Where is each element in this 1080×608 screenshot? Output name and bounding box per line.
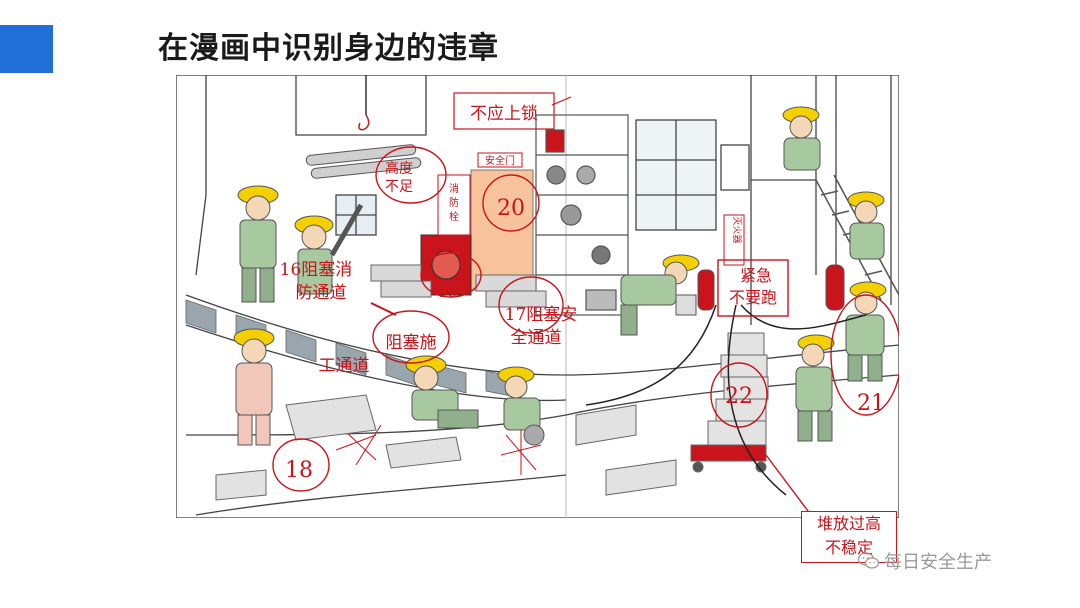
- worker-running: [845, 281, 887, 382]
- gas-cylinder: [825, 264, 845, 311]
- stack-label-1: 堆放过高: [816, 514, 881, 533]
- wechat-icon: [858, 552, 880, 569]
- stack-label-2: 不稳定: [824, 538, 873, 557]
- marker-19: 19: [438, 282, 458, 301]
- no-lock-label: 不应上锁: [470, 104, 538, 124]
- block-work-line1: 阻塞施: [386, 333, 437, 353]
- block-work-line2: 工通道: [319, 356, 370, 376]
- stacked-boxes: [690, 332, 769, 473]
- pipes: [305, 144, 422, 179]
- crane-hook: [358, 75, 370, 131]
- accent-bar: [0, 25, 53, 73]
- marker-16-line2: 防通道: [296, 283, 347, 303]
- emergency-label-1: 紧急: [740, 266, 772, 285]
- marker-16-line1: 16阻塞消: [280, 260, 353, 280]
- worker-female: [233, 328, 275, 446]
- worker-carrying: [620, 254, 700, 336]
- marker-18: 18: [285, 458, 313, 483]
- slide-title: 在漫画中识别身边的违章: [158, 31, 499, 66]
- metal-plates: [215, 394, 462, 501]
- marker-17-line2: 全通道: [511, 328, 562, 348]
- watermark-text: 每日安全生产: [884, 552, 992, 573]
- height-label-2: 不足: [385, 179, 413, 195]
- welding-sparks: [335, 424, 542, 475]
- no-lock-callout: [453, 92, 555, 130]
- violation-markers-left: [272, 146, 564, 492]
- metal-plates-right: [575, 404, 677, 496]
- worker-walking: [237, 185, 279, 303]
- hydrant-label-2: 防: [449, 196, 459, 209]
- safety-door-sign: 安全门: [485, 154, 515, 167]
- violation-markers-right: [710, 259, 899, 428]
- worker-grinding: [497, 366, 545, 446]
- hydrant-label-1: 消: [449, 182, 459, 195]
- marker-20: 20: [497, 196, 525, 221]
- marker-17-line1: 17阻塞安: [505, 305, 578, 325]
- hydrant-label-3: 栓: [449, 210, 459, 223]
- worker-welding: [405, 355, 479, 429]
- right-scene: [565, 75, 899, 416]
- watermark: 每日安全生产: [858, 548, 992, 574]
- height-label-1: 高度: [385, 160, 413, 177]
- marker-21: 21: [857, 391, 885, 416]
- worker-pointing: [294, 203, 364, 295]
- arrow-16: [370, 302, 397, 316]
- extinguisher-sign: 灭火器: [731, 216, 742, 243]
- worker-on-ladder: [847, 191, 885, 260]
- comic-illustration: 安全门 不应上锁 消 防 栓: [176, 75, 899, 518]
- stack-too-high-callout: 堆放过高 不稳定: [801, 511, 897, 563]
- worker-pushing-cart: [795, 334, 835, 442]
- fire-extinguisher: [697, 269, 715, 311]
- emergency-label-2: 不要跑: [729, 288, 777, 307]
- worker-on-scaffold: [782, 106, 821, 171]
- marker-22: 22: [725, 384, 753, 409]
- tool-shelf: [535, 114, 629, 316]
